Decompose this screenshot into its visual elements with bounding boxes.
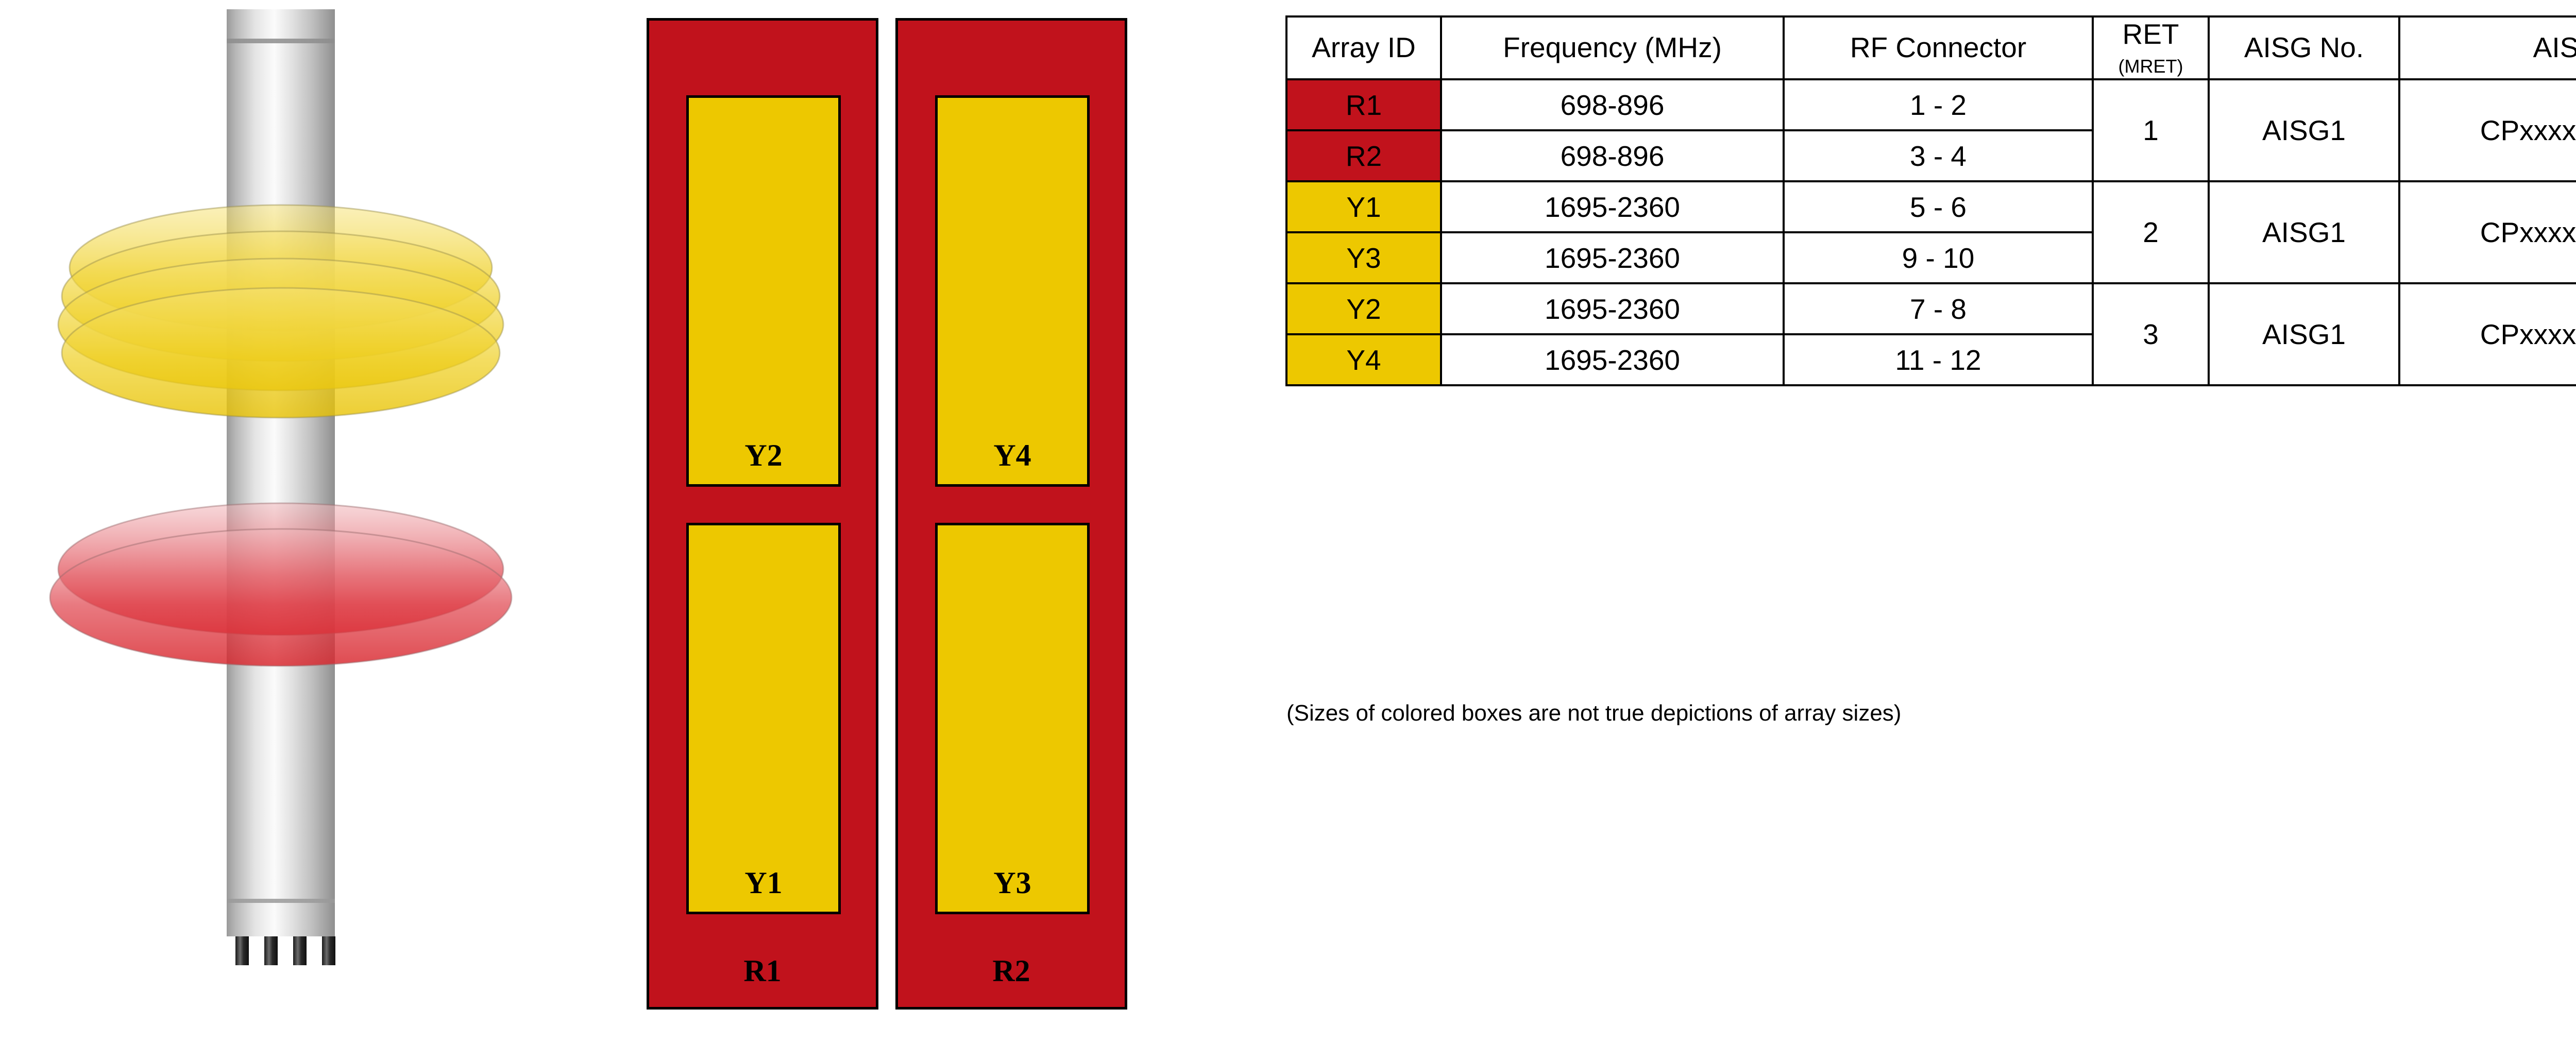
table-caption: (Sizes of colored boxes are not true dep… — [1286, 700, 1902, 726]
antenna-tower-svg — [49, 9, 513, 965]
column-header-rf-connector-label: RF Connector — [1850, 31, 2027, 64]
cell-rf-connector: 11 - 12 — [1783, 333, 2094, 386]
cell-frequency: 1695-2360 — [1440, 282, 1785, 335]
mast-top-band — [227, 39, 335, 43]
cell-frequency: 1695-2360 — [1440, 333, 1785, 386]
mast-bottom-band — [227, 899, 335, 903]
cell-ret: 3 — [2092, 282, 2210, 386]
red-coverage-lobes — [49, 502, 513, 667]
cell-aisg-no: AISG1 — [2208, 282, 2400, 386]
cell-frequency: 698-896 — [1440, 129, 1785, 182]
cell-array-id: Y2 — [1285, 282, 1442, 335]
cell-ret: 1 — [2092, 78, 2210, 182]
ret-configuration-table: Array ID Frequency (MHz) RF Connector RE… — [1285, 15, 2576, 386]
column-header-aisg-ret-uid-label: AISG RET UID — [2533, 31, 2576, 64]
yellow-lobe — [61, 287, 501, 419]
table-row[interactable]: R1 698-896 1 - 2 1 AISG1 CPxxxxxxxxxxxxx… — [1285, 78, 2576, 182]
cell-ret: 2 — [2092, 180, 2210, 284]
array-panel-r1[interactable]: Y2 Y1 R1 — [647, 18, 878, 1010]
cell-array-id: Y4 — [1285, 333, 1442, 386]
antenna-mast — [227, 9, 335, 936]
cell-rf-connector: 7 - 8 — [1783, 282, 2094, 335]
connector-pins — [235, 936, 335, 965]
array-panels-group: Y2 Y1 R1 Y4 Y3 R2 — [647, 18, 1280, 1017]
column-header-ret-sublabel: (MRET) — [2118, 55, 2183, 77]
table-row[interactable]: Y3 1695-2360 9 - 10 — [1285, 231, 2576, 284]
column-header-array-id: Array ID — [1285, 15, 1442, 80]
red-lobe — [49, 528, 513, 667]
cell-aisg-no: AISG1 — [2208, 78, 2400, 182]
cell-rf-connector: 3 - 4 — [1783, 129, 2094, 182]
cell-array-id: R1 — [1285, 78, 1442, 131]
table-header-row: Array ID Frequency (MHz) RF Connector RE… — [1285, 15, 2576, 80]
cell-array-id: Y3 — [1285, 231, 1442, 284]
sub-array-label-y4: Y4 — [993, 438, 1031, 472]
table-row[interactable]: Y2 1695-2360 7 - 8 3 AISG1 CPxxxxxxxxxxx… — [1285, 282, 2576, 386]
sub-array-label-y1: Y1 — [744, 866, 783, 900]
cell-aisg-no: AISG1 — [2208, 180, 2400, 284]
connector-pin — [322, 936, 335, 965]
table-row[interactable]: R2 698-896 3 - 4 — [1285, 129, 2576, 182]
table-row[interactable]: Y4 1695-2360 11 - 12 — [1285, 333, 2576, 386]
table-header: Array ID Frequency (MHz) RF Connector RE… — [1285, 15, 2576, 80]
yellow-coverage-lobes — [57, 204, 504, 419]
table-body: R1 698-896 1 - 2 1 AISG1 CPxxxxxxxxxxxxx… — [1285, 78, 2576, 386]
sub-array-label-y2: Y2 — [744, 438, 783, 472]
cell-aisg-ret-uid: CPxxxxxxxxxxxxxMM.1 — [2398, 78, 2576, 182]
column-header-aisg-ret-uid: AISG RET UID — [2398, 15, 2576, 80]
sub-array-y2[interactable]: Y2 — [686, 95, 841, 487]
sub-array-y3[interactable]: Y3 — [935, 523, 1090, 914]
cell-array-id: Y1 — [1285, 180, 1442, 233]
sub-array-y4[interactable]: Y4 — [935, 95, 1090, 487]
antenna-tower-illustration — [0, 0, 639, 1040]
cell-aisg-ret-uid: CPxxxxxxxxxxxxxMM.3 — [2398, 282, 2576, 386]
connector-pin — [235, 936, 249, 965]
column-header-aisg-no-label: AISG No. — [2244, 31, 2364, 64]
array-panel-label-r2: R2 — [992, 954, 1030, 988]
array-panel-label-r1: R1 — [743, 954, 782, 988]
array-panel-r2[interactable]: Y4 Y3 R2 — [895, 18, 1127, 1010]
column-header-array-id-label: Array ID — [1312, 31, 1416, 64]
column-header-frequency: Frequency (MHz) — [1440, 15, 1785, 80]
cell-aisg-ret-uid: CPxxxxxxxxxxxxxMM.2 — [2398, 180, 2576, 284]
column-header-rf-connector: RF Connector — [1783, 15, 2094, 80]
column-header-ret: RET (MRET) — [2092, 15, 2210, 80]
column-header-frequency-label: Frequency (MHz) — [1503, 31, 1722, 64]
cell-array-id: R2 — [1285, 129, 1442, 182]
column-header-aisg-no: AISG No. — [2208, 15, 2400, 80]
cell-frequency: 1695-2360 — [1440, 231, 1785, 284]
cell-frequency: 1695-2360 — [1440, 180, 1785, 233]
sub-array-y1[interactable]: Y1 — [686, 523, 841, 914]
cell-rf-connector: 5 - 6 — [1783, 180, 2094, 233]
column-header-ret-label: RET — [2122, 18, 2179, 50]
table-row[interactable]: Y1 1695-2360 5 - 6 2 AISG1 CPxxxxxxxxxxx… — [1285, 180, 2576, 284]
sub-array-label-y3: Y3 — [993, 866, 1031, 900]
connector-pin — [264, 936, 278, 965]
cell-frequency: 698-896 — [1440, 78, 1785, 131]
ret-configuration-table-region: Array ID Frequency (MHz) RF Connector RE… — [1285, 15, 2576, 386]
cell-rf-connector: 1 - 2 — [1783, 78, 2094, 131]
cell-rf-connector: 9 - 10 — [1783, 231, 2094, 284]
connector-pin — [293, 936, 307, 965]
